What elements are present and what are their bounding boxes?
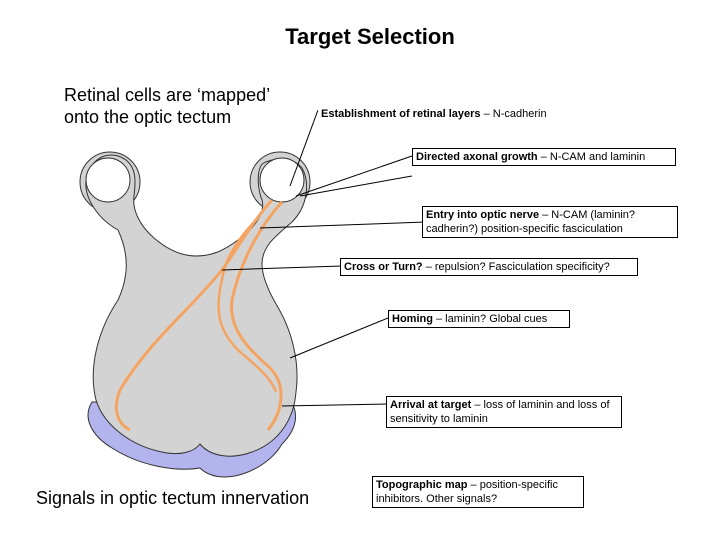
leader-optic-nerve xyxy=(259,221,427,229)
subtitle: Retinal cells are ‘mapped’ onto the opti… xyxy=(64,84,270,128)
label-retinal-layers-text: – N-cadherin xyxy=(480,108,547,120)
label-axonal-growth: Directed axonal growth – N-CAM and lamin… xyxy=(412,148,676,166)
left-eye-lens xyxy=(85,157,131,203)
leader-lines xyxy=(221,109,427,407)
label-homing-text: – laminin? Global cues xyxy=(432,313,548,325)
label-topographic-map: Topographic map – position-specific inhi… xyxy=(372,476,584,508)
label-retinal-layers: Establishment of retinal layers – N-cadh… xyxy=(318,106,550,122)
label-cross-or-turn-title: Cross or Turn? xyxy=(344,261,423,273)
subtitle-line-1: Retinal cells are ‘mapped’ xyxy=(64,85,271,105)
label-arrival: Arrival at target – loss of laminin and … xyxy=(386,396,622,428)
leader-axonal-growth-2 xyxy=(299,175,413,197)
label-arrival-title: Arrival at target xyxy=(390,399,472,411)
label-cross-or-turn: Cross or Turn? – repulsion? Fasciculatio… xyxy=(340,258,638,276)
label-homing: Homing – laminin? Global cues xyxy=(388,310,570,328)
diagram-caption: Signals in optic tectum innervation xyxy=(36,488,310,508)
slide-title: Target Selection xyxy=(285,24,455,49)
leader-homing xyxy=(289,317,389,359)
leader-axonal-growth-1 xyxy=(295,155,413,197)
label-arrival-text: – loss of laminin and loss of sensitivit… xyxy=(390,399,610,425)
label-topographic-map-title: Topographic map xyxy=(376,479,468,491)
label-retinal-layers-title: Establishment of retinal layers xyxy=(321,108,481,120)
brain-body xyxy=(85,154,308,457)
label-topographic-map-text: – position-specific inhibitors. Other si… xyxy=(376,479,558,505)
leader-retinal-layers xyxy=(289,109,319,187)
label-homing-title: Homing xyxy=(392,313,433,325)
label-optic-nerve-title: Entry into optic nerve xyxy=(426,209,540,221)
axon-crossing-left xyxy=(114,198,274,432)
label-axonal-growth-title: Directed axonal growth xyxy=(416,151,538,163)
leader-arrival xyxy=(281,403,389,407)
label-optic-nerve-text: – N-CAM (laminin? cadherin?) position-sp… xyxy=(426,209,636,235)
label-axonal-growth-text: – N-CAM and laminin xyxy=(537,151,646,163)
leader-cross-or-turn xyxy=(221,265,343,271)
subtitle-line-2: onto the optic tectum xyxy=(64,107,232,127)
axon-crossing-right xyxy=(230,200,284,431)
axon-branch xyxy=(217,217,278,393)
label-optic-nerve: Entry into optic nerve – N-CAM (laminin?… xyxy=(422,206,678,238)
label-cross-or-turn-text: – repulsion? Fasciculation specificity? xyxy=(422,261,610,273)
